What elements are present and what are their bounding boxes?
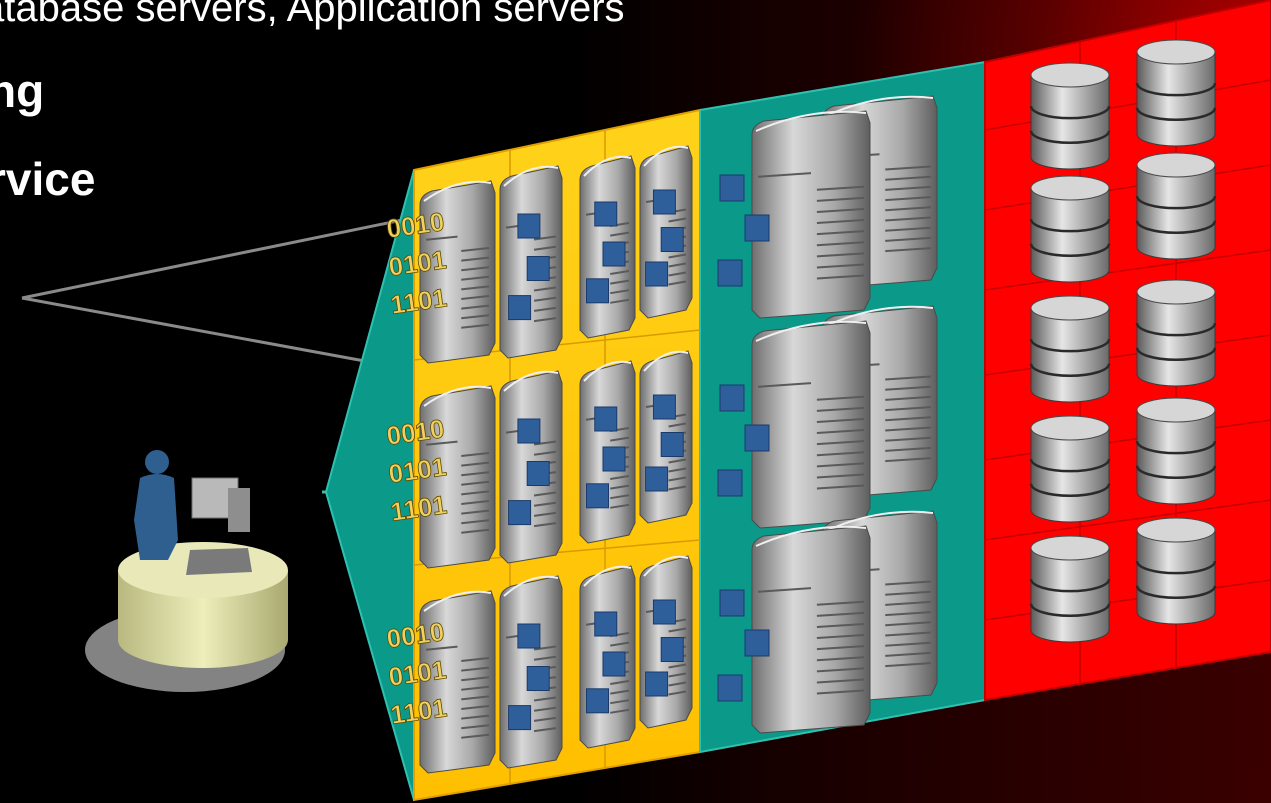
server-chip xyxy=(526,461,550,486)
server-chip xyxy=(652,189,676,215)
server-chip xyxy=(602,651,626,677)
binary-label: 0010 xyxy=(385,206,446,244)
server-chip xyxy=(517,623,541,649)
server-icon xyxy=(419,590,496,774)
database-icon xyxy=(1135,517,1217,625)
server-icon xyxy=(579,565,636,749)
server-chip xyxy=(744,424,770,452)
server-icon xyxy=(499,165,563,359)
server-chip xyxy=(508,500,532,526)
user-at-desk-icon xyxy=(85,450,288,692)
server-chip xyxy=(719,174,745,202)
server-chip xyxy=(586,688,609,714)
server-chip xyxy=(586,483,609,509)
database-icon xyxy=(1029,535,1111,643)
app-server-group xyxy=(717,95,938,734)
server-icon xyxy=(499,575,563,769)
server-chip xyxy=(744,214,770,242)
server-chip xyxy=(594,406,618,432)
server-chip xyxy=(719,589,745,617)
server-chip xyxy=(652,599,676,625)
server-chip xyxy=(719,384,745,412)
database-icon xyxy=(1135,39,1217,147)
server-chip xyxy=(526,256,550,281)
server-chip xyxy=(645,466,669,492)
server-icon xyxy=(419,180,496,364)
database-icon xyxy=(1029,415,1111,523)
sub-bullet-text: atabase servers, Application servers xyxy=(0,0,625,30)
server-chip xyxy=(594,611,618,637)
bullet-text-1: ng xyxy=(0,65,45,117)
database-icon xyxy=(1029,175,1111,283)
server-chip xyxy=(717,259,743,287)
server-chip xyxy=(660,432,684,457)
server-icon xyxy=(419,385,496,569)
server-chip xyxy=(717,674,743,702)
web-server-group xyxy=(419,145,693,774)
server-chip xyxy=(645,261,669,287)
server-chip xyxy=(744,629,770,657)
binary-label: 0010 xyxy=(385,413,446,451)
server-chip xyxy=(526,666,550,691)
server-icon xyxy=(639,145,693,319)
server-chip xyxy=(508,295,532,321)
server-icon xyxy=(751,525,871,734)
bullet-text-2: rvice xyxy=(0,153,96,205)
server-icon xyxy=(639,350,693,524)
server-chip xyxy=(717,469,743,497)
server-chip xyxy=(660,637,684,662)
database-icon xyxy=(1029,62,1111,170)
server-chip xyxy=(508,705,532,731)
database-icon xyxy=(1135,279,1217,387)
server-icon xyxy=(579,155,636,339)
server-icon xyxy=(499,370,563,564)
server-icon xyxy=(751,320,871,529)
server-icon xyxy=(639,555,693,729)
server-chip xyxy=(586,278,609,304)
server-chip xyxy=(602,446,626,472)
binary-label: 1101 xyxy=(389,692,449,730)
database-group xyxy=(1029,39,1217,643)
server-icon xyxy=(579,360,636,544)
server-chip xyxy=(517,213,541,239)
server-icon xyxy=(751,110,871,319)
server-chip xyxy=(594,201,618,227)
database-icon xyxy=(1135,397,1217,505)
database-icon xyxy=(1029,295,1111,403)
database-icon xyxy=(1135,152,1217,260)
server-chip xyxy=(660,227,684,252)
server-chip xyxy=(602,241,626,267)
server-chip xyxy=(517,418,541,444)
server-chip xyxy=(645,671,669,697)
server-chip xyxy=(652,394,676,420)
